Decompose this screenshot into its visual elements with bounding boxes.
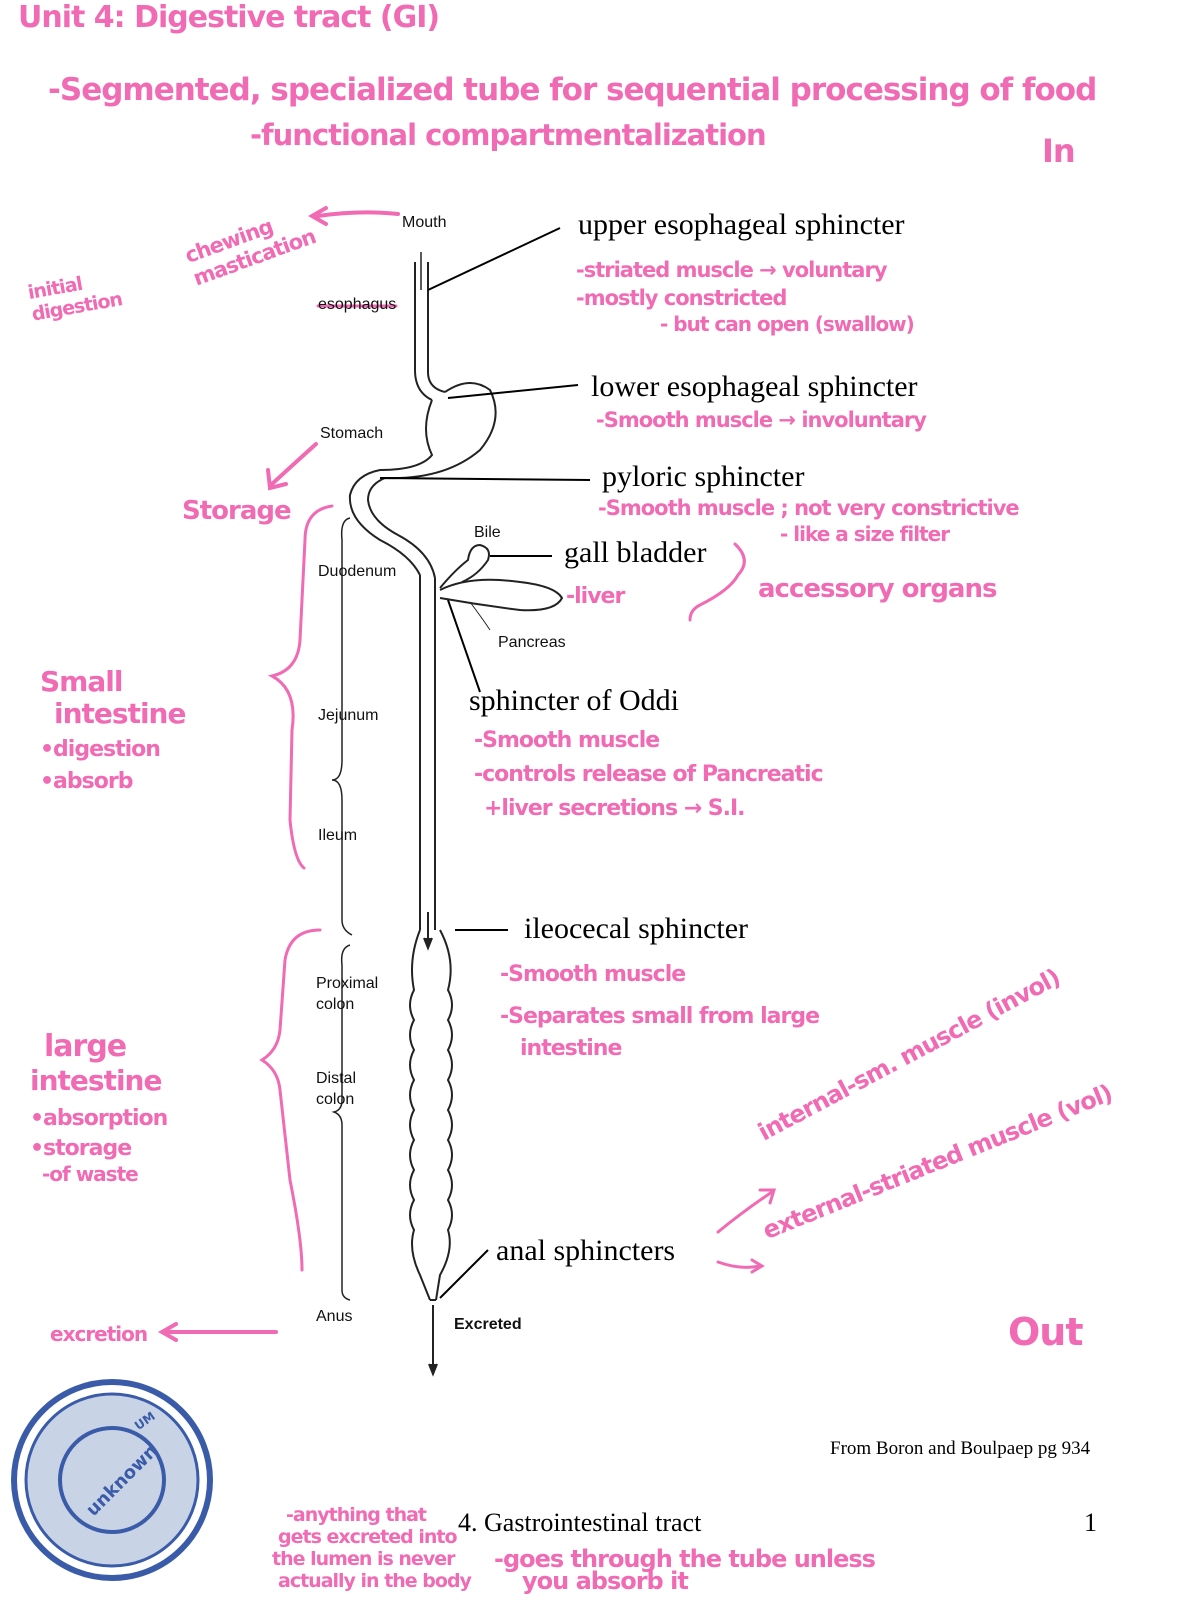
leader-anal [439,1249,489,1299]
note-oddi-3: +liver secretions → S.I. [484,796,746,821]
leader-oddi [447,599,481,693]
note-liver: -liver [566,584,625,609]
pancreas-shape [439,578,564,612]
note-upper-2: -mostly constricted [576,286,787,310]
label-ileum: Ileum [318,827,358,844]
label-anus: Anus [316,1308,353,1325]
label-duodenum: Duodenum [318,563,397,580]
note-oddi-1: -Smooth muscle [474,728,660,753]
sphincter-lower-esophageal: lower esophageal sphincter [591,370,918,403]
stomach-outer [348,399,434,576]
gall-bladder-shape [439,543,490,589]
arrow-storage [270,442,318,486]
note-accessory-organs: accessory organs [758,574,997,604]
label-pancreas: Pancreas [498,634,566,651]
footer-title: 4. Gastrointestinal tract [458,1508,702,1537]
page-number: 1 [1084,1508,1097,1537]
note-compartmentalization: -functional compartmentalization [250,118,767,152]
label-jejunum: Jejunum [318,707,379,724]
stomach-inner [366,382,497,579]
esophagus-wall-left [414,262,433,401]
leader-upper-esophageal [427,227,561,291]
arrow-internal [716,1190,774,1234]
note-pyloric-1: -Smooth muscle ; not very constrictive [598,496,1020,520]
note-excretion: excretion [50,1322,148,1346]
large-intestine-brace [331,944,351,1301]
note-lower-1: -Smooth muscle → involuntary [596,408,927,432]
small-intestine-brace [331,517,353,936]
sphincter-anal: anal sphincters [496,1234,676,1267]
note-large-intestine: large intestine •absorption •storage -of… [30,1029,168,1187]
out-label: Out [1008,1310,1084,1354]
label-bile: Bile [474,524,501,541]
note-ileocecal-3: intestine [520,1036,622,1061]
sphincter-upper-esophageal: upper esophageal sphincter [578,208,905,241]
note-ileocecal-2: -Separates small from large [500,1004,820,1029]
colon-wall-right [435,929,453,1301]
leader-pyloric [379,477,591,481]
label-gall-bladder: gall bladder [564,536,707,569]
label-stomach: Stomach [320,425,384,442]
note-bottom-left: -anything that gets excreted into the lu… [272,1504,472,1592]
note-small-intestine: Small intestine •digestion •absorb [40,665,186,795]
note-segmented-tube: -Segmented, specialized tube for sequent… [48,72,1097,108]
note-oddi-2: -controls release of Pancreatic [474,762,824,787]
brace-large-intestine [259,928,322,1272]
note-ileocecal-1: -Smooth muscle [500,962,686,987]
note-upper-1: -striated muscle → voluntary [576,258,888,282]
leader-lower-esophageal [447,384,579,399]
colon-wall-left [409,929,431,1301]
note-bottom-right: -goes through the tube unless you absorb… [494,1545,876,1595]
sphincter-pyloric: pyloric sphincter [602,460,805,493]
arrow-external [716,1260,762,1269]
sphincter-ileocecal: ileocecal sphincter [524,912,749,945]
in-label: In [1042,132,1076,170]
note-storage: Storage [182,496,292,526]
stamp-logo [11,1379,213,1581]
note-pyloric-2: - like a size filter [780,522,950,546]
brace-small-intestine [267,504,334,870]
label-esophagus: esophagus [318,296,397,313]
sphincter-oddi: sphincter of Oddi [469,684,679,717]
arrow-mouth-chewing [316,210,400,218]
label-mouth: Mouth [402,214,447,231]
note-upper-3: - but can open (swallow) [660,312,915,336]
citation: From Boron and Boulpaep pg 934 [830,1438,1091,1459]
label-excreted: Excreted [454,1316,522,1333]
esophagus-wall-right [427,262,446,393]
page-title: Unit 4: Digestive tract (GI) [18,0,440,35]
brace-accessory [688,542,746,622]
